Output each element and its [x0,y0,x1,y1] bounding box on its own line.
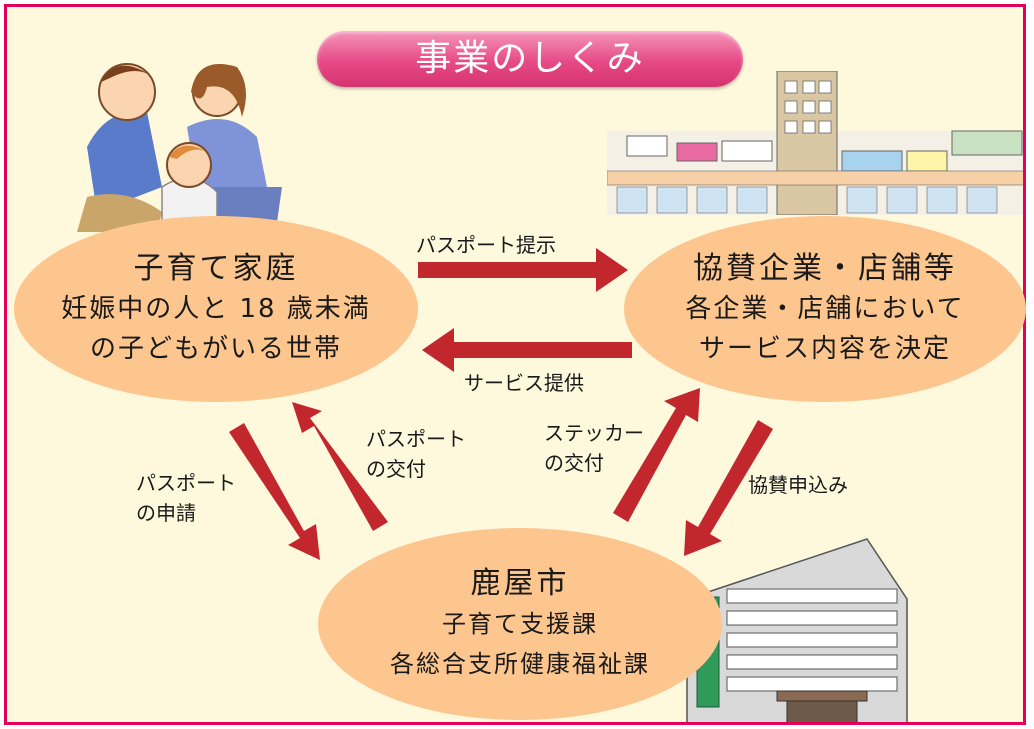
page-title: 事業のしくみ [317,31,743,87]
label-sticker-issue-1: ステッカー [544,421,644,445]
label-sticker-issue: ステッカー の交付 [544,418,644,478]
node-household: 子育て家庭 妊娠中の人と 18 歳未満 の子どもがいる世帯 [14,216,418,402]
node-sponsor-desc-2: サービス内容を決定 [698,334,951,364]
label-sticker-issue-2: の交付 [544,451,604,475]
arrow-sponsor-apply [684,420,773,556]
arrow-passport-apply [229,423,320,560]
node-sponsor: 協賛企業・店舗等 各企業・店舗において サービス内容を決定 [624,216,1026,402]
shops-illustration [607,71,1023,215]
label-passport-apply-1: パスポート [136,471,236,495]
node-household-name: 子育て家庭 [133,251,299,286]
arrow-sticker-issue [613,388,700,522]
label-passport-present: パスポート提示 [416,233,556,257]
arrow-passport-issue [292,402,388,531]
node-household-desc-2: の子どもがいる世帯 [89,334,342,364]
node-city: 鹿屋市 子育て支援課 各総合支所健康福祉課 [318,528,722,720]
label-passport-apply: パスポート の申請 [136,468,236,528]
label-passport-issue-2: の交付 [366,457,426,481]
arrow-service-provide [422,328,632,372]
label-passport-apply-2: の申請 [136,501,196,525]
label-sponsor-apply: 協賛申込み [748,473,848,497]
node-sponsor-desc-1: 各企業・店舗において [685,294,965,324]
node-city-desc-2: 各総合支所健康福祉課 [390,650,650,678]
label-service-provide: サービス提供 [464,371,584,395]
city-hall-illustration [686,538,908,722]
node-sponsor-name: 協賛企業・店舗等 [693,251,957,286]
arrow-passport-present [418,248,628,292]
node-city-desc-1: 子育て支援課 [442,610,598,638]
label-passport-issue: パスポート の交付 [366,424,466,484]
node-household-desc-1: 妊娠中の人と 18 歳未満 [61,294,371,324]
label-passport-issue-1: パスポート [366,427,466,451]
node-city-name: 鹿屋市 [470,566,570,601]
